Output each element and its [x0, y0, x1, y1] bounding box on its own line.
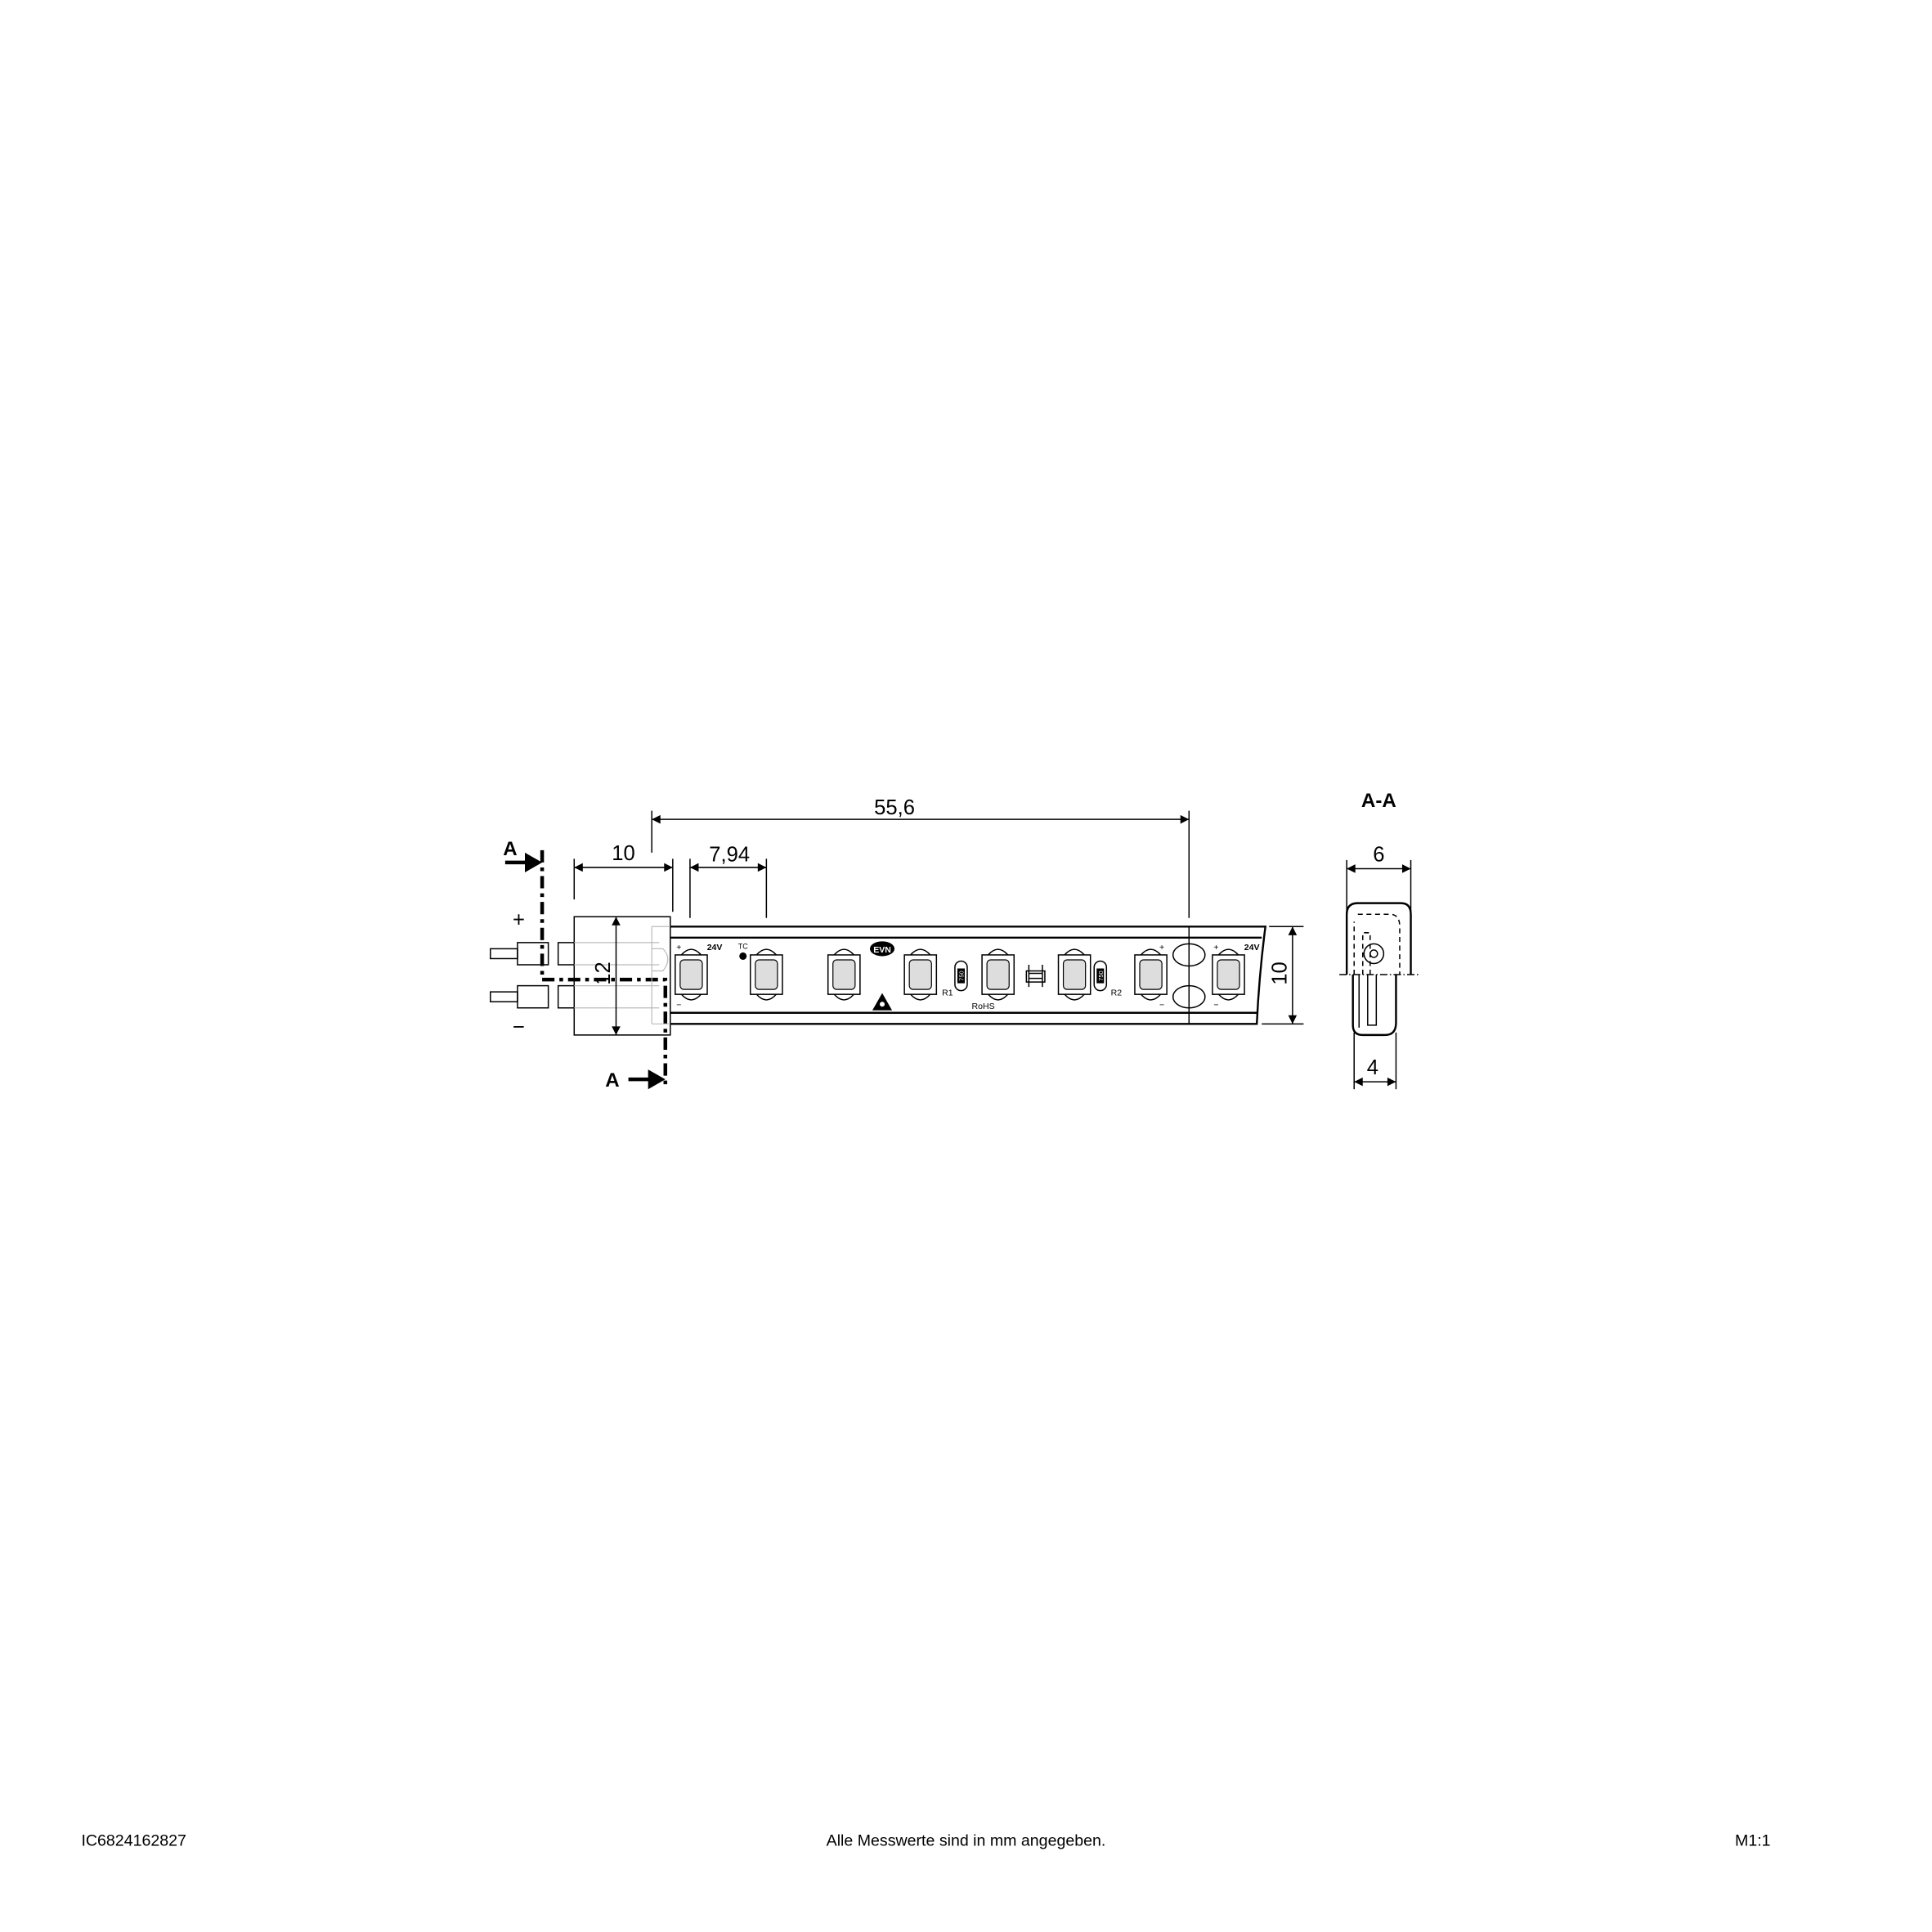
section-view-a-a: A-A 6 4 — [1339, 790, 1419, 1090]
end-cap-connector: 12 — [573, 916, 671, 1036]
r1-label: R1 — [942, 988, 953, 998]
dimension-label: 4 — [1367, 1056, 1378, 1079]
measurement-note: Alle Messwerte sind in mm angegeben. — [827, 1832, 1106, 1850]
strip-voltage-label: 24V — [1244, 943, 1260, 953]
section-marker-top: A — [503, 838, 517, 860]
led-strip: + 24V TC − EVN 750 R1 RoHS 750 R2 — [670, 926, 1304, 1025]
strip-plus-label: + — [1213, 943, 1218, 953]
r2-label: R2 — [1111, 988, 1123, 998]
dimension-label: 6 — [1373, 843, 1384, 866]
led-group — [675, 948, 1245, 1001]
dimension-label: 10 — [612, 842, 634, 865]
rohs-label: RoHS — [972, 1002, 995, 1011]
strip-minus-label: − — [676, 1001, 681, 1011]
svg-text:EVN: EVN — [873, 945, 891, 955]
dimension-led-pitch: 7,94 — [689, 843, 768, 918]
drawing-scale: M1:1 — [1735, 1832, 1771, 1850]
strip-voltage-label: 24V — [707, 943, 723, 953]
section-title: A-A — [1361, 790, 1396, 812]
led-chip-icon — [750, 948, 783, 1001]
led-chip-icon — [981, 948, 1015, 1001]
resistor-r1: 750 — [954, 960, 968, 992]
esd-warning-icon — [872, 993, 893, 1011]
svg-text:750: 750 — [1097, 970, 1105, 981]
section-line-a: A A — [503, 838, 668, 1092]
strip-plus-label: + — [676, 943, 681, 953]
strip-minus-label: − — [1159, 1001, 1164, 1011]
terminal-minus-label: − — [513, 1015, 525, 1038]
led-chip-icon — [675, 948, 708, 1001]
resistor-r2: 750 — [1093, 960, 1108, 992]
dimension-label: 55,6 — [874, 796, 915, 819]
capacitor-icon — [1025, 964, 1046, 988]
dimension-label: 7,94 — [709, 843, 750, 866]
led-chip-icon — [827, 948, 861, 1001]
strip-tc-label: TC — [738, 942, 749, 950]
terminal-wires: + − — [490, 908, 575, 1038]
dimension-total-length: 55,6 — [651, 796, 1190, 918]
section-marker-bottom: A — [605, 1069, 619, 1092]
strip-minus-label: − — [1213, 1001, 1218, 1011]
led-chip-icon — [1057, 948, 1092, 1001]
dimension-label: 12 — [592, 962, 615, 984]
led-chip-icon — [903, 948, 938, 1001]
dimension-label: 10 — [1268, 962, 1291, 984]
article-number: IC6824162827 — [81, 1832, 186, 1850]
svg-text:750: 750 — [957, 970, 965, 981]
evn-logo-icon: EVN — [869, 941, 895, 957]
led-chip-icon — [1134, 948, 1168, 1001]
strip-plus-label: + — [1159, 943, 1164, 953]
terminal-plus-label: + — [513, 908, 525, 931]
led-chip-icon — [1212, 948, 1245, 1001]
tc-point-icon — [739, 952, 747, 960]
dimension-connector-length: 10 — [573, 842, 674, 912]
